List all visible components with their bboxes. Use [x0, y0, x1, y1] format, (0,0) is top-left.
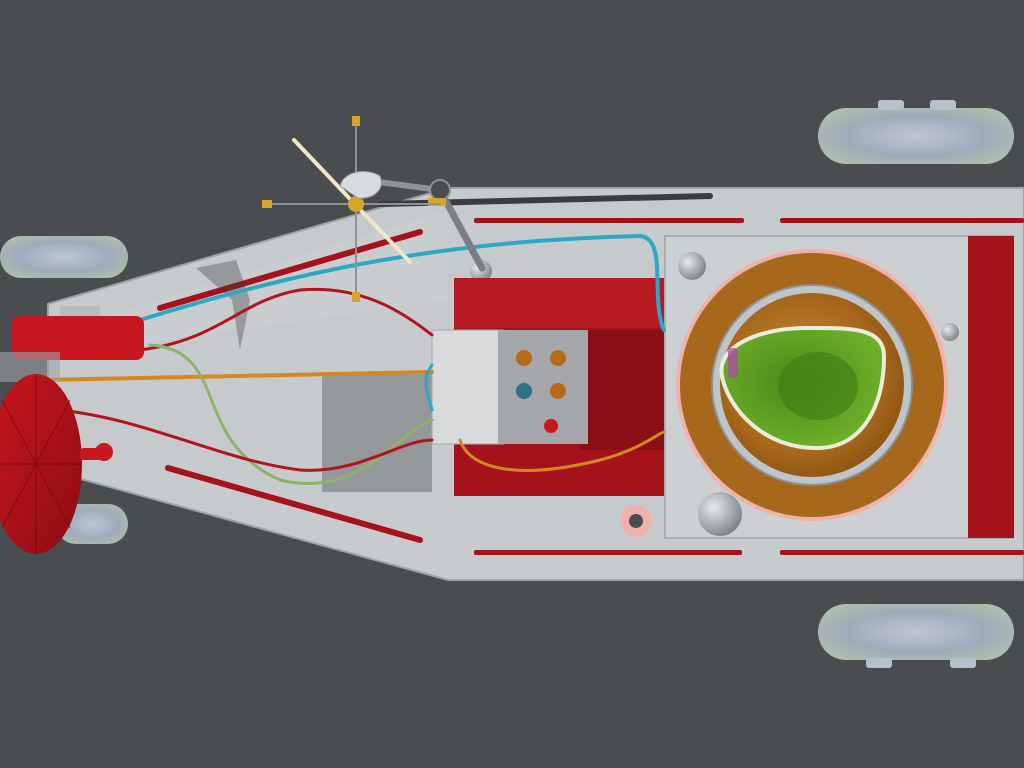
sphere-1 [678, 252, 706, 280]
pontoon-top-right [818, 100, 1014, 164]
cables [38, 233, 666, 486]
cable-reel-icon[interactable] [0, 306, 144, 382]
sphere-3 [698, 492, 742, 536]
antenna-icon[interactable] [262, 116, 440, 302]
pontoon-left-top [0, 236, 128, 278]
dish-antenna-icon[interactable] [0, 374, 113, 554]
indicator-light-4 [550, 383, 566, 399]
pilot-seat[interactable] [719, 325, 887, 451]
control-box[interactable] [431, 329, 588, 445]
indicator-light-3 [516, 383, 532, 399]
pontoon-bottom-right [818, 604, 1014, 668]
shadow [196, 260, 432, 492]
indicator-light-1 [516, 350, 532, 366]
lever-arm[interactable] [375, 179, 486, 272]
indicator-light-2 [550, 350, 566, 366]
ring-marker[interactable] [620, 505, 652, 537]
joystick-knob[interactable] [544, 419, 558, 433]
sphere-2 [941, 323, 959, 341]
